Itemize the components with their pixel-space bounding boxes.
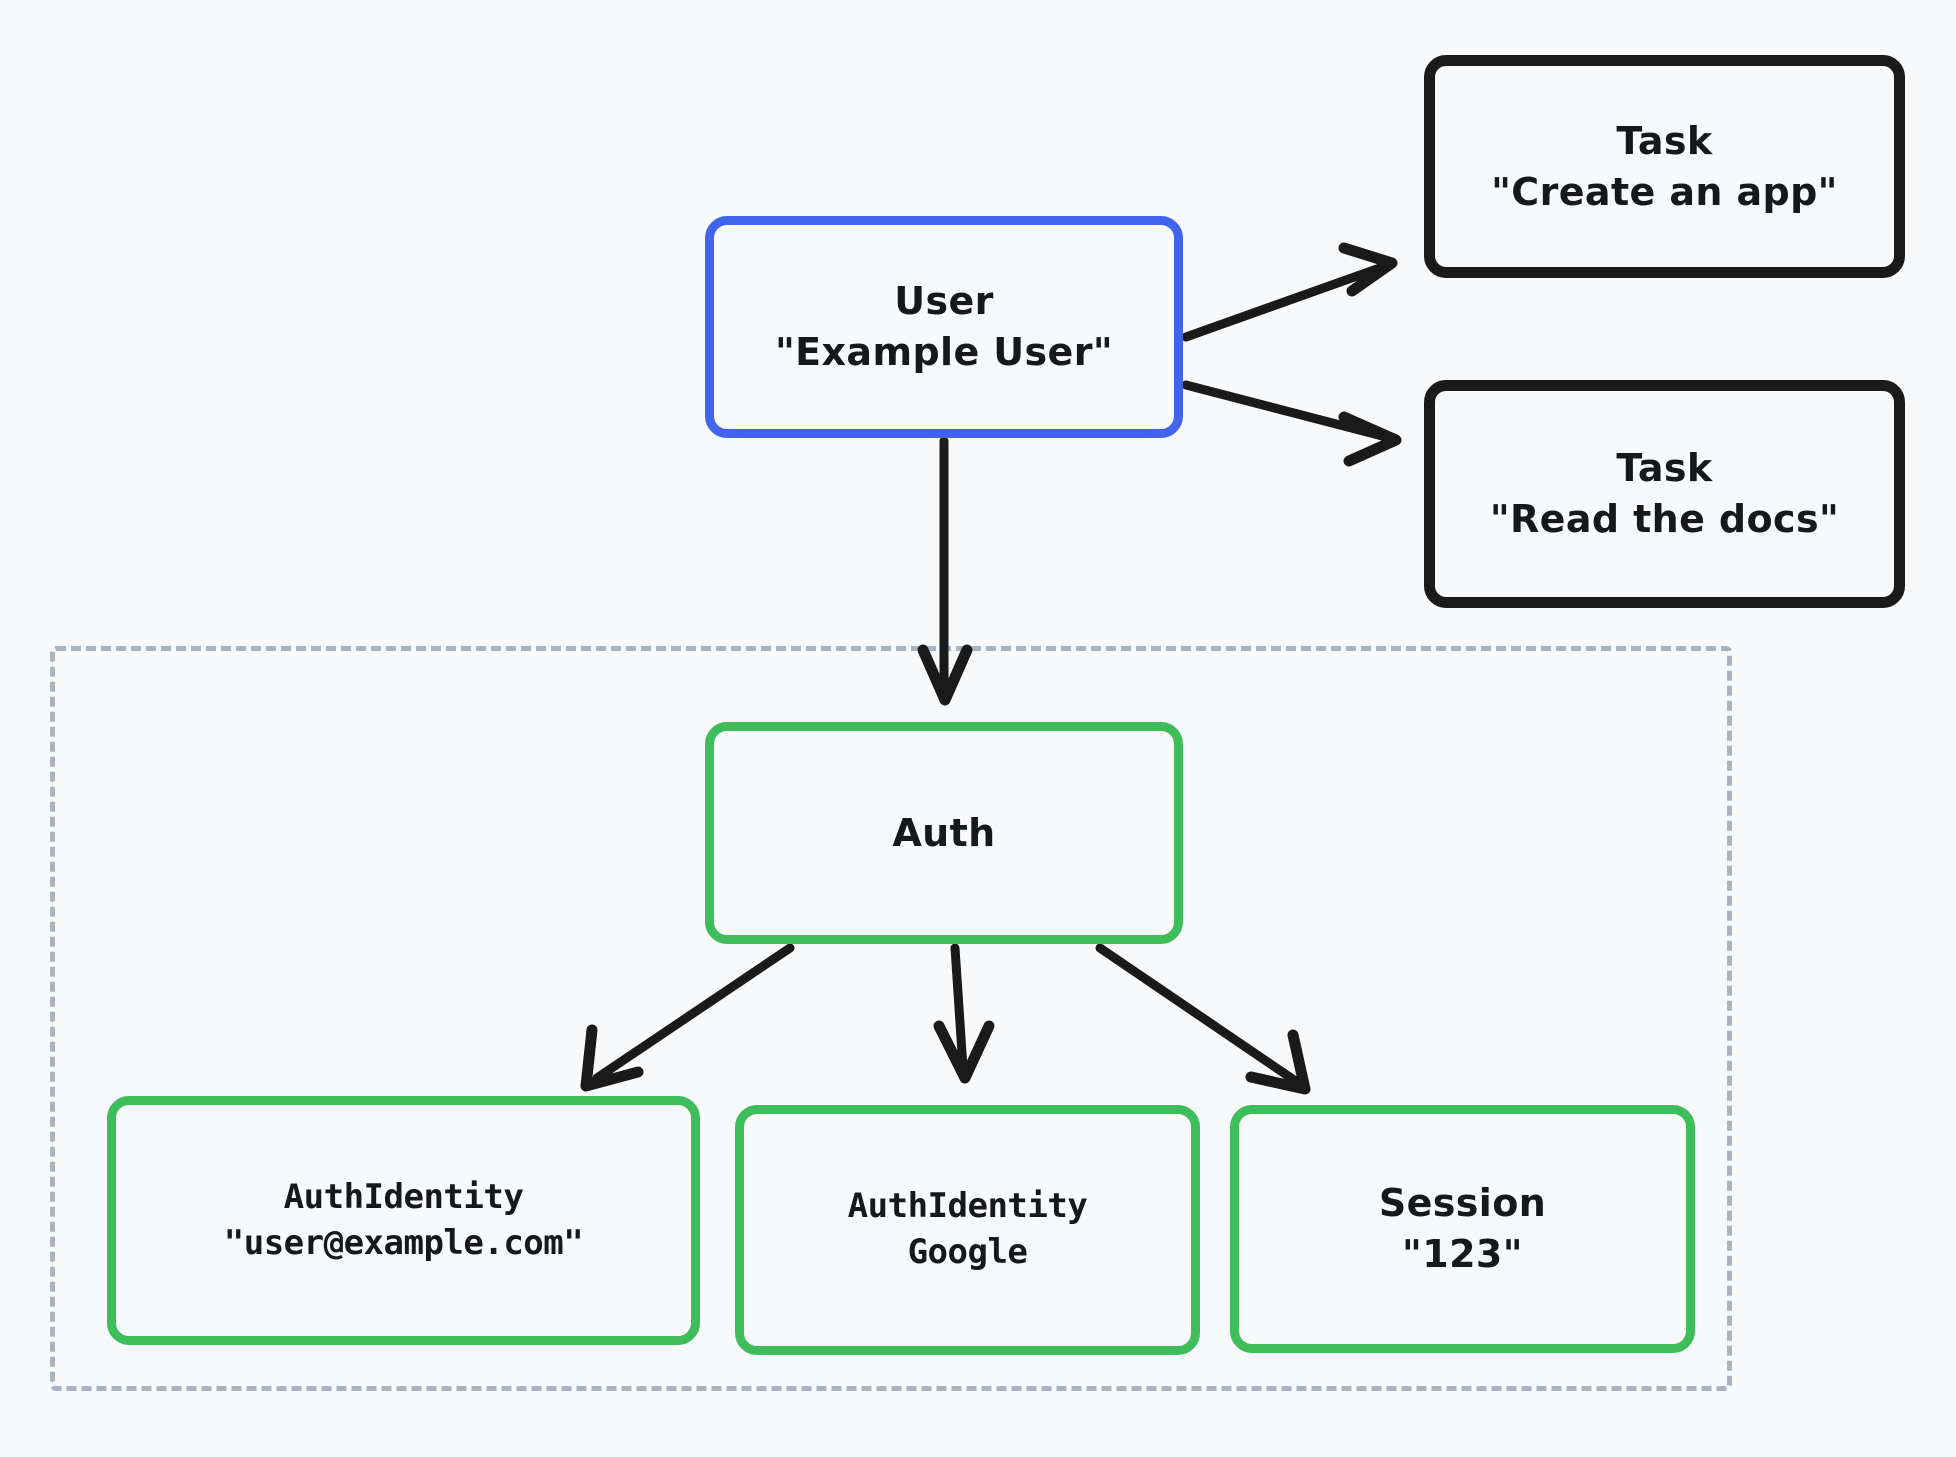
authidentity-google-node[interactable]: AuthIdentity Google	[735, 1105, 1200, 1355]
authidentity-email-line-1: AuthIdentity	[283, 1176, 524, 1217]
auth-node-line-1: Auth	[892, 810, 996, 855]
authidentity-email-node[interactable]: AuthIdentity "user@example.com"	[107, 1096, 700, 1345]
auth-node[interactable]: Auth	[705, 722, 1183, 944]
session-line-2: "123"	[1402, 1232, 1523, 1276]
task-read-docs-line-1: Task	[1616, 446, 1713, 491]
user-node-line-1: User	[894, 279, 994, 324]
task-read-docs-node[interactable]: Task "Read the docs"	[1424, 380, 1905, 608]
user-node[interactable]: User "Example User"	[705, 216, 1183, 438]
auth-group-container	[50, 646, 1732, 1391]
task-create-app-line-1: Task	[1616, 118, 1713, 163]
user-node-line-2: "Example User"	[774, 330, 1114, 374]
session-line-1: Session	[1378, 1181, 1547, 1226]
task-create-app-line-2: "Create an app"	[1491, 169, 1838, 214]
authidentity-google-line-2: Google	[907, 1232, 1028, 1272]
edge-user-to-task-read-docs	[1181, 380, 1402, 467]
edge-user-to-task-create-app	[1181, 242, 1398, 342]
authidentity-google-line-1: AuthIdentity	[847, 1186, 1088, 1227]
authidentity-email-line-2: "user@example.com"	[223, 1222, 584, 1263]
session-node[interactable]: Session "123"	[1230, 1105, 1695, 1353]
task-create-app-node[interactable]: Task "Create an app"	[1424, 55, 1905, 278]
task-read-docs-line-2: "Read the docs"	[1489, 497, 1840, 541]
